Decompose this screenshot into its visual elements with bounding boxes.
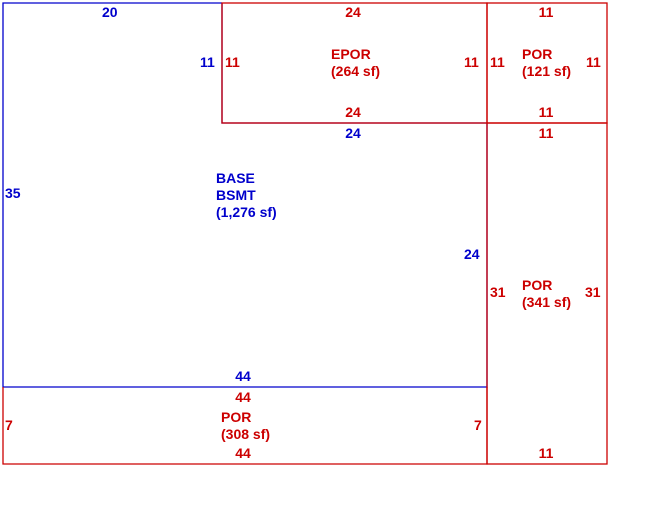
dim-por-right-right: 31 — [585, 284, 601, 300]
dim-por-top-right: 11 — [586, 54, 601, 70]
dim-por-bottom-bottom: 44 — [235, 445, 251, 461]
area-label-epor: EPOR (264 sf) — [331, 46, 380, 80]
area-label-por-top: POR (121 sf) — [522, 46, 571, 80]
area-epor-size: (264 sf) — [331, 63, 381, 79]
dim-base-inner-horizontal: 24 — [345, 125, 361, 141]
dim-por-top-top: 11 — [538, 4, 554, 20]
dim-por-bottom-left: 7 — [5, 417, 13, 433]
area-por-right-name: POR — [522, 277, 553, 293]
dim-base-right: 24 — [464, 246, 480, 262]
por-right-outline — [486, 122, 608, 465]
area-base-line2: BSMT — [216, 187, 256, 203]
dim-por-right-left: 31 — [490, 284, 506, 300]
area-por-bottom-name: POR — [221, 409, 252, 425]
area-base-line1: BASE — [216, 170, 255, 186]
area-label-base-bsmt: BASE BSMT (1,276 sf) — [216, 170, 277, 221]
area-label-por-right: POR (341 sf) — [522, 277, 571, 311]
area-por-top-name: POR — [522, 46, 553, 62]
dim-por-right-bottom: 11 — [538, 445, 554, 461]
dim-base-bottom: 44 — [235, 368, 251, 384]
dim-epor-right: 11 — [464, 54, 479, 70]
area-label-por-bottom: POR (308 sf) — [221, 409, 270, 443]
area-base-size: (1,276 sf) — [216, 204, 277, 220]
dim-por-top-left: 11 — [490, 54, 505, 70]
dim-epor-top: 24 — [345, 4, 361, 20]
dim-por-right-top: 11 — [538, 125, 554, 141]
dim-epor-left: 11 — [225, 54, 240, 70]
dim-por-top-bottom: 11 — [538, 104, 554, 120]
area-por-top-size: (121 sf) — [522, 63, 572, 79]
dim-base-inner-vertical: 11 — [200, 54, 215, 70]
dim-base-top: 20 — [102, 4, 118, 20]
dim-por-bottom-right: 7 — [474, 417, 482, 433]
dim-epor-bottom: 24 — [345, 104, 361, 120]
por-bottom-outline — [2, 387, 488, 465]
area-epor-name: EPOR — [331, 46, 371, 62]
dim-base-left: 35 — [5, 185, 21, 201]
area-por-right-size: (341 sf) — [522, 294, 572, 310]
area-por-bottom-size: (308 sf) — [221, 426, 271, 442]
dim-por-bottom-top: 44 — [235, 389, 251, 405]
